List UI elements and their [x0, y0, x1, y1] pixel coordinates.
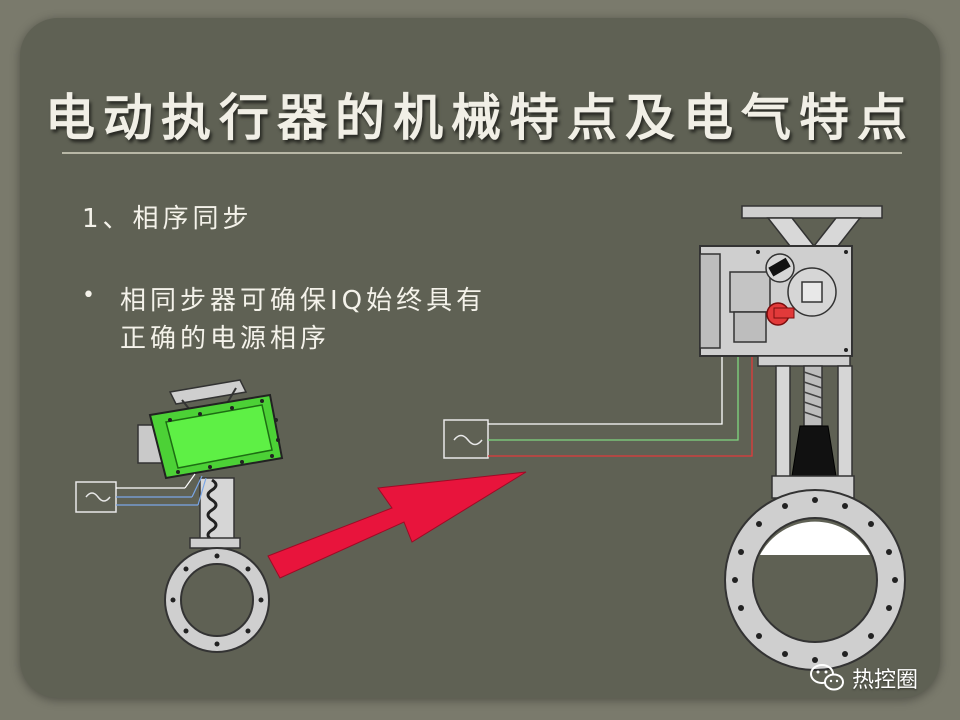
- wechat-icon: [810, 664, 844, 691]
- small-power-source: [75, 473, 207, 513]
- large-power-source: [443, 340, 753, 459]
- ac-source-icon: [85, 492, 111, 502]
- ac-source-icon: [453, 434, 483, 446]
- section-heading: 1、相序同步: [82, 204, 253, 234]
- bullet-line-2: 正确的电源相序: [120, 324, 331, 354]
- bullet-line-1: 相同步器可确保IQ始终具有: [120, 286, 487, 316]
- large-actuator-illustration: [699, 205, 906, 671]
- large-ac-source-box: [443, 419, 489, 459]
- small-bracket-top: [168, 379, 248, 405]
- title-divider: [62, 152, 902, 154]
- red-arrow-shape: [267, 471, 527, 579]
- bullet-marker: •: [82, 283, 95, 308]
- watermark-text: 热控圈: [852, 668, 919, 693]
- small-actuator-illustration: [137, 379, 284, 653]
- bullet-text: 相同步器可确保IQ始终具有 正确的电源相序: [120, 282, 540, 358]
- slide-title: 电动执行器的机械特点及电气特点: [45, 88, 915, 147]
